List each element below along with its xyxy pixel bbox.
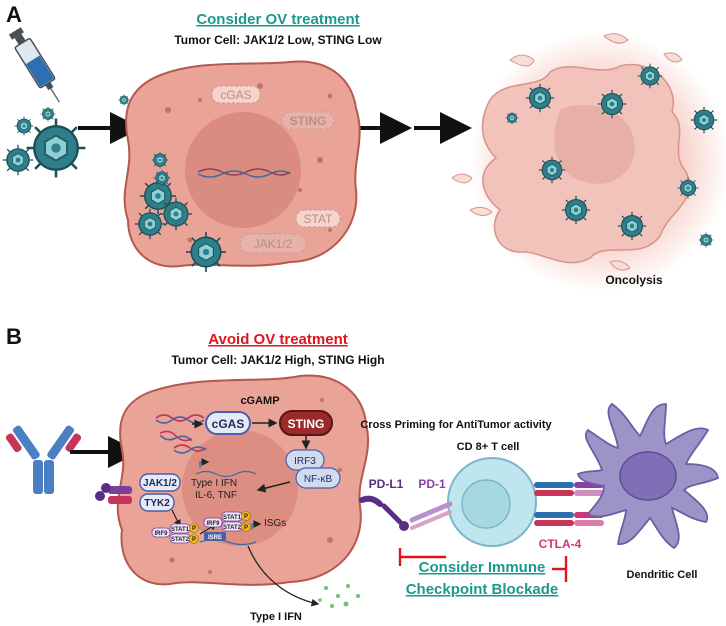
panel-b-subtitle: Tumor Cell: JAK1/2 High, STING High [171,353,384,367]
isre-label: ISRE [208,535,222,541]
virus-icon [25,117,87,179]
ctla4-blockade-inhibitor [552,556,568,582]
il6-tnf-label: IL-6, TNF [195,490,237,501]
protein-jak: JAK1/2 [254,237,293,251]
cgas-faint-box [211,85,261,104]
type1-ifn-nucleus-label: Type I IFN [191,478,237,489]
cross-priming-label: Cross Priming for AntiTumor activity [360,419,552,431]
protein-cgas: cGAS [220,88,251,102]
p-cyto-2: P [192,537,196,543]
virus-icon [617,211,647,241]
p-nuc-1: P [244,514,248,520]
irf9-cyto: IRF9 [154,531,168,537]
pdl1-receptor-icon [359,495,409,531]
nucleus-b [182,430,298,546]
virus-icon [153,169,171,187]
pd1-blockade-inhibitor [398,548,446,566]
virus-icon [2,144,34,176]
jak-label: JAK1/2 [143,478,177,489]
stat2-cyto: STAT2 [171,537,190,543]
syringe-icon [8,27,60,103]
icb-line1: Consider Immune [419,559,546,576]
stat1-cyto: STAT1 [171,527,190,533]
stat1-nuc: STAT1 [223,515,242,521]
jak-node [139,473,181,492]
cgas-label: cGAS [212,417,245,431]
cgamp-label: cGAMP [240,395,279,407]
irf3-label: IRF3 [294,456,316,467]
dendritic-label: Dendritic Cell [627,569,698,581]
panel-b-title: Avoid OV treatment [208,331,347,348]
tcell-nucleus [461,479,511,529]
tcr-mhc-bars [534,482,604,526]
virus-icon [14,116,34,136]
oncolysis-label: Oncolysis [605,273,663,287]
protein-sting: STING [290,114,327,128]
ctla4-label: CTLA-4 [539,537,582,551]
virus-icon [134,208,166,240]
nucleus-a [185,112,301,228]
antibody-icon [5,425,82,494]
virus-icon [505,111,519,125]
panel-b-label: B [6,324,22,349]
p-cyto-1: P [192,526,196,532]
virus-icon [40,106,56,122]
ifn-dots [318,584,360,608]
virus-icon [698,232,714,248]
ifn-receptor-icon [95,483,132,504]
virus-icon [597,89,627,119]
virus-icon [185,231,227,273]
tyk-label: TYK2 [144,498,170,509]
secretion-arrow [247,545,320,607]
virus-icon [637,63,663,89]
virus-icon [561,195,591,225]
virus-icon [690,106,718,134]
dc-nucleus [619,451,677,501]
irf9-nuc: IRF9 [206,521,220,527]
p-nuc-2: P [244,525,248,531]
stat2-nuc: STAT2 [223,525,242,531]
protein-stat: STAT [304,212,334,226]
isgs-label: ISGs [264,518,286,529]
sting-label: STING [288,417,325,431]
stat-complex-cytoplasm: IRF9 STAT1 STAT2 P P [151,523,199,544]
dna-icon [197,168,291,176]
pd1-label: PD-1 [418,477,446,491]
virus-icon [159,197,193,231]
type1-ifn-secreted-label: Type I IFN [250,611,302,623]
nfkb-label: NF-κB [304,474,333,485]
cytosolic-dna-icon [155,414,207,454]
virus-icon [151,151,169,169]
nfkb-node [295,467,341,489]
virus-icon [677,177,699,199]
panel-a-title: Consider OV treatment [196,11,359,28]
pd1-receptor-icon [409,501,453,530]
virus-icon [538,156,566,184]
sting-node [279,410,333,436]
tcell-label: CD 8+ T cell [457,441,520,453]
icb-line2: Checkpoint Blockade [406,581,559,598]
stat-complex-nucleus: IRF9 STAT1 STAT2 P P ISRE [203,511,251,541]
pdl1-label: PD-L1 [369,477,404,491]
panel-a-subtitle: Tumor Cell: JAK1/2 Low, STING Low [174,33,382,47]
cgas-node [205,411,251,435]
panel-a-label: A [6,2,22,27]
virus-icon [525,83,555,113]
tyk-node [139,493,175,512]
